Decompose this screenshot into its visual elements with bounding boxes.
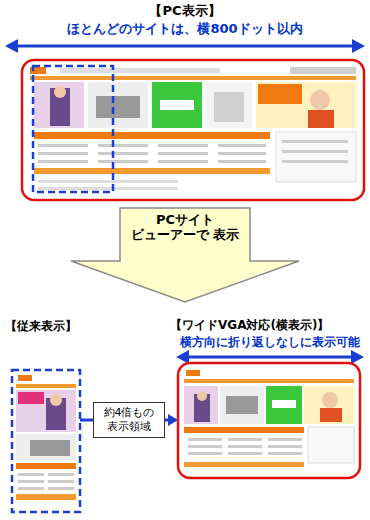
arrow-outline: [71, 208, 299, 302]
pc-screenshot: [22, 60, 364, 200]
view-heading: 【ワイドVGA対応(横表示)】: [170, 317, 362, 334]
width-note: ほとんどのサイトは、横800ドット以内: [0, 20, 370, 38]
wide-view-box: 【ワイドVGA対応(横表示)】: [178, 363, 360, 478]
down-arrow-shape: PCサイト ビューアーで 表示: [70, 207, 300, 303]
phone-view-box: 【従来表示】: [12, 370, 80, 512]
width-note: 横方向に折り返しなしに表示可能: [172, 334, 368, 351]
edge-label: 約4倍もの 表示領域: [93, 402, 165, 438]
arrow-text: PCサイト ビューアーで 表示: [125, 212, 245, 242]
wide-screenshot: [178, 363, 360, 478]
pc-view-box: 【PC表示】: [22, 60, 364, 200]
width-arrow: [5, 39, 365, 53]
phone-screenshot: [12, 370, 80, 512]
view-heading: 【従来表示】: [5, 318, 125, 335]
view-heading: 【PC表示】: [0, 2, 370, 20]
